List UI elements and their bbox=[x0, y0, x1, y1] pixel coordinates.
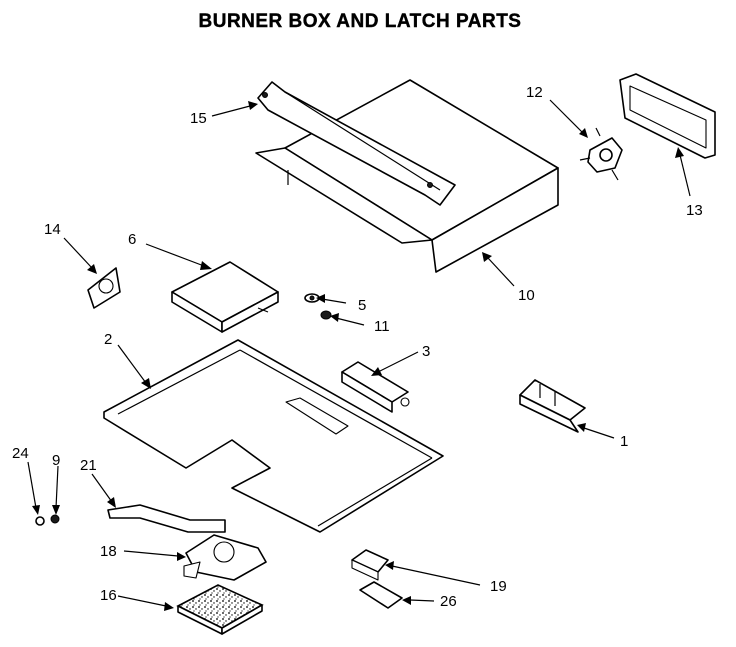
part-26-shield bbox=[359, 581, 403, 609]
part-11-screw bbox=[320, 310, 332, 320]
part-21-latch-rod bbox=[107, 504, 226, 533]
part-18-latch-assembly bbox=[183, 534, 267, 581]
part-2-burner-pan bbox=[103, 339, 444, 533]
part-6-igniter-box bbox=[171, 261, 279, 333]
part-16-insulation-pad bbox=[176, 584, 264, 635]
callout-10: 10 bbox=[518, 287, 535, 304]
part-3-module bbox=[341, 361, 410, 413]
callout-15: 15 bbox=[190, 110, 207, 127]
callout-14: 14 bbox=[44, 221, 61, 238]
part-19-switch bbox=[351, 549, 389, 581]
diagram-title: BURNER BOX AND LATCH PARTS bbox=[199, 11, 522, 32]
part-13-channel bbox=[619, 73, 716, 159]
callout-3: 3 bbox=[422, 343, 430, 360]
callout-24: 24 bbox=[12, 445, 29, 462]
part-9-washer bbox=[50, 514, 60, 524]
callout-13: 13 bbox=[686, 202, 703, 219]
callout-26: 26 bbox=[440, 593, 457, 610]
callout-9: 9 bbox=[52, 452, 60, 469]
part-24-nut bbox=[35, 516, 45, 526]
part-14-plate bbox=[87, 267, 121, 309]
callout-21: 21 bbox=[80, 457, 97, 474]
part-15-bracket bbox=[257, 81, 456, 206]
callout-19: 19 bbox=[490, 578, 507, 595]
part-1-burner-support bbox=[519, 379, 586, 433]
part-10-burner-box-cover bbox=[255, 79, 559, 273]
callout-2: 2 bbox=[104, 331, 112, 348]
callout-6: 6 bbox=[128, 231, 136, 248]
callout-labels: 15 12 13 10 14 6 5 11 2 3 1 24 9 21 18 1… bbox=[12, 84, 703, 610]
callout-16: 16 bbox=[100, 587, 117, 604]
part-12-gas-valve bbox=[579, 127, 623, 181]
callout-1: 1 bbox=[620, 433, 628, 450]
callout-5: 5 bbox=[358, 297, 366, 314]
callout-11: 11 bbox=[374, 318, 390, 335]
leader-lines bbox=[27, 99, 691, 611]
callout-12: 12 bbox=[526, 84, 543, 101]
callout-18: 18 bbox=[100, 543, 117, 560]
